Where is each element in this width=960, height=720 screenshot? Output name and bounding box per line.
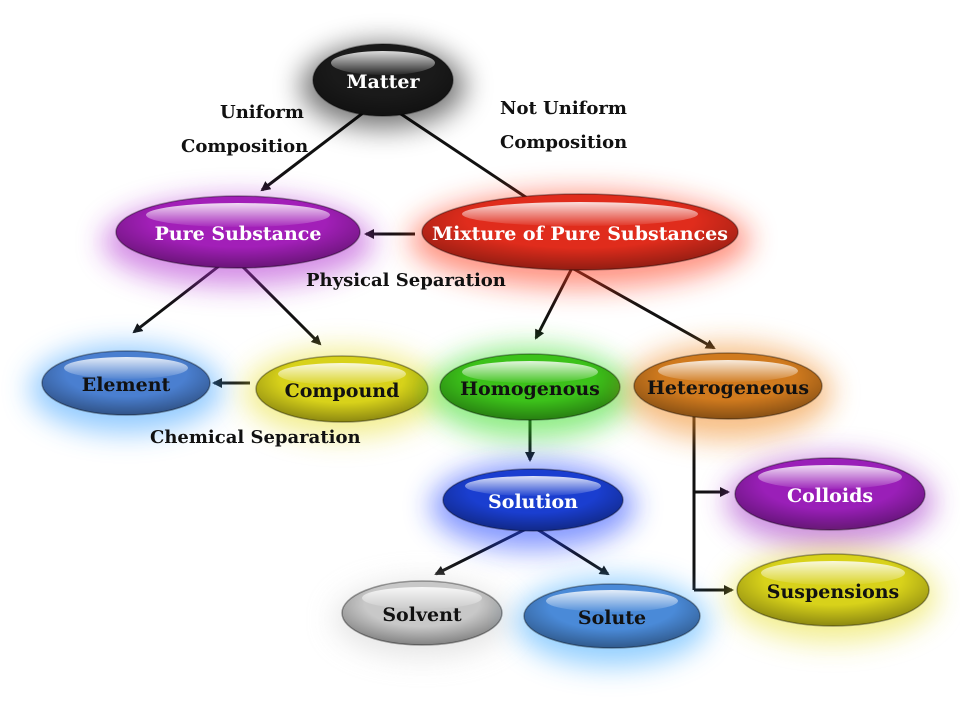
node-mixture: Mixture of Pure Substances xyxy=(410,192,750,288)
node-heterogeneous-label: Heterogeneous xyxy=(647,377,809,399)
node-suspensions-label: Suspensions xyxy=(767,581,900,603)
not-uniform-label-line2: Composition xyxy=(500,132,627,153)
node-solution: Solution xyxy=(431,462,635,550)
node-homogenous-label: Homogenous xyxy=(460,378,600,400)
node-compound-label: Compound xyxy=(285,380,400,402)
node-solute-label: Solute xyxy=(578,607,646,629)
physical-separation-label: Physical Separation xyxy=(306,270,506,291)
uniform-label-line2: Composition xyxy=(181,136,308,157)
node-homogenous: Homogenous xyxy=(428,347,632,439)
node-solute: Solute xyxy=(516,578,708,666)
node-solvent-label: Solvent xyxy=(382,604,462,626)
node-pure-substance: Pure Substance xyxy=(103,195,373,286)
node-element-label: Element xyxy=(82,374,171,396)
not-uniform-label-line1: Not Uniform xyxy=(500,98,627,119)
node-element: Element xyxy=(30,345,222,433)
node-solvent: Solvent xyxy=(334,580,510,657)
uniform-label-line1: Uniform xyxy=(220,102,304,123)
node-matter: Matter xyxy=(301,43,465,128)
node-colloids-label: Colloids xyxy=(787,485,873,507)
edges xyxy=(132,98,734,595)
node-matter-label: Matter xyxy=(347,71,421,93)
node-solution-label: Solution xyxy=(488,491,578,513)
node-colloids: Colloids xyxy=(726,456,934,548)
node-mixture-label: Mixture of Pure Substances xyxy=(432,223,728,245)
node-pure-substance-label: Pure Substance xyxy=(155,223,322,245)
node-suspensions: Suspensions xyxy=(729,550,937,642)
edge-labels: Uniform Composition Not Uniform Composit… xyxy=(150,98,627,448)
chemical-separation-label: Chemical Separation xyxy=(150,427,361,448)
node-compound: Compound xyxy=(244,349,440,437)
node-heterogeneous: Heterogeneous xyxy=(624,344,832,440)
